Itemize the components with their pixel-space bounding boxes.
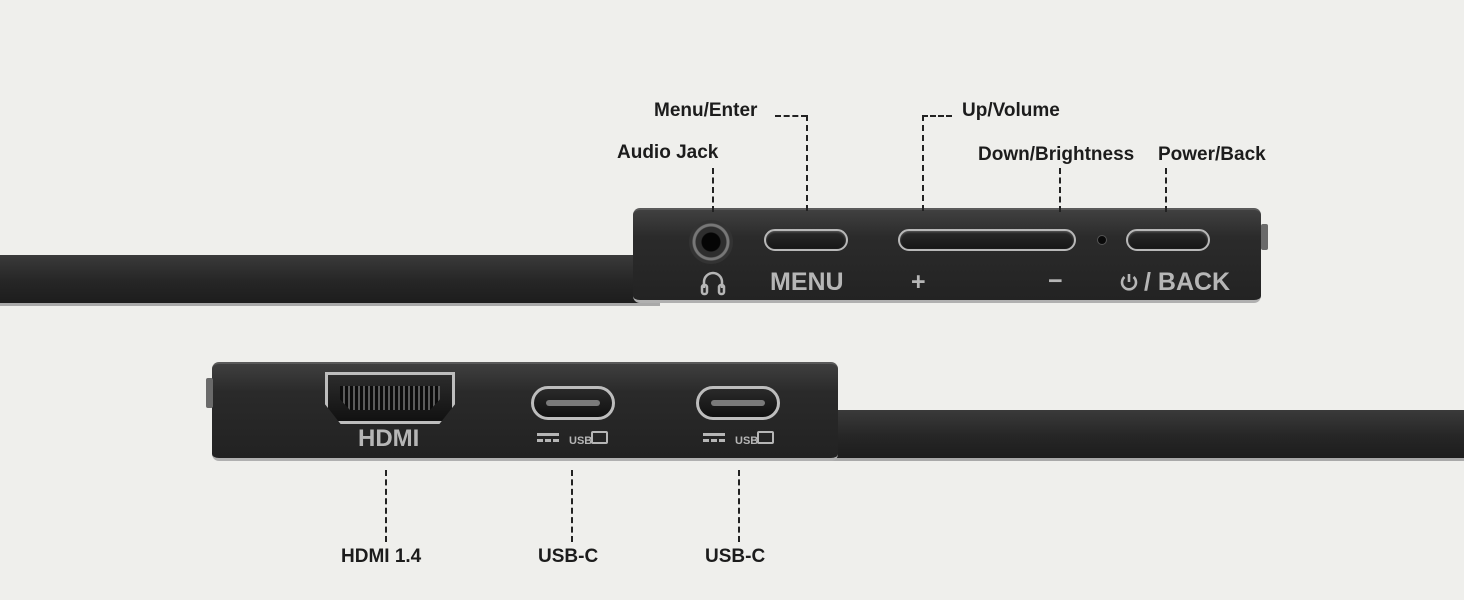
callout-audio-jack: Audio Jack <box>617 142 719 163</box>
back-label: / BACK <box>1144 268 1231 296</box>
leader-usbc2-v <box>738 470 740 542</box>
usb-c-port-2[interactable] <box>696 386 780 420</box>
leader-up-h <box>922 115 952 117</box>
callout-usb-c-2: USB-C <box>705 546 766 567</box>
menu-label: MENU <box>770 268 844 296</box>
leader-down-v <box>1059 168 1061 212</box>
callout-power-back: Power/Back <box>1158 144 1266 165</box>
leader-hdmi-v <box>385 470 387 542</box>
usb-c-port-1-slot <box>546 400 600 406</box>
displayport-icon <box>757 431 774 444</box>
usb-label-1: USB <box>569 435 593 447</box>
usb-c-port-1[interactable] <box>531 386 615 420</box>
headphones-icon-svg <box>700 271 726 296</box>
leader-menu-h <box>775 115 807 117</box>
side-nub-bottom <box>206 378 213 408</box>
callout-down-brightness: Down/Brightness <box>978 144 1135 165</box>
audio-jack-port[interactable] <box>689 220 733 264</box>
leader-usbc1-v <box>571 470 573 542</box>
dc-power-icon <box>537 433 559 442</box>
leader-audio-v <box>712 168 714 212</box>
button-panel-housing <box>633 208 1261 303</box>
volume-brightness-rocker[interactable] <box>898 229 1076 251</box>
headphones-icon <box>699 268 727 302</box>
hdmi-label: HDMI <box>358 425 420 452</box>
callout-usb-c-1: USB-C <box>538 546 599 567</box>
power-led-indicator <box>1097 235 1107 245</box>
usb-label-2: USB <box>735 435 759 447</box>
leader-up-v <box>922 115 924 211</box>
power-icon-svg <box>1120 274 1138 291</box>
monitor-top-edge-bar <box>0 255 660 306</box>
callout-menu-enter: Menu/Enter <box>654 100 758 121</box>
plus-label: + <box>911 268 926 296</box>
leader-power-v <box>1165 168 1167 212</box>
callout-hdmi: HDMI 1.4 <box>341 546 422 567</box>
minus-label: − <box>1048 267 1063 295</box>
power-icon <box>1118 271 1140 299</box>
dc-power-icon <box>703 433 725 442</box>
callout-up-volume: Up/Volume <box>962 100 1060 121</box>
menu-button[interactable] <box>764 229 848 251</box>
hdmi-port-pins <box>340 386 440 410</box>
usb-c-port-2-slot <box>711 400 765 406</box>
monitor-bottom-edge-bar <box>815 410 1464 461</box>
displayport-icon <box>591 431 608 444</box>
power-back-button[interactable] <box>1126 229 1210 251</box>
side-nub-top <box>1261 224 1268 250</box>
leader-menu-v <box>806 115 808 211</box>
